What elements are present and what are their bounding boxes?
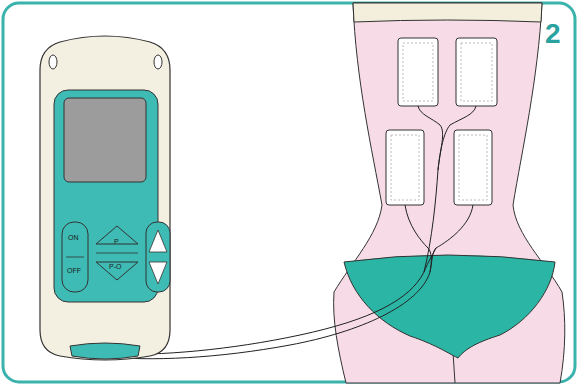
program-button xyxy=(96,262,138,280)
pad-gel xyxy=(391,43,492,200)
connector-port xyxy=(70,343,140,359)
frame xyxy=(3,3,575,382)
device-housing xyxy=(40,36,170,360)
callout-number: 2 xyxy=(545,20,561,48)
power-button xyxy=(62,222,88,292)
button-label: OFF xyxy=(67,267,81,274)
button-label: P-O xyxy=(109,263,121,270)
down-arrow xyxy=(149,262,167,284)
button-label: ON xyxy=(68,234,79,241)
lcd-screen xyxy=(64,98,146,182)
torso xyxy=(334,3,565,383)
button-label: P xyxy=(114,238,119,245)
up-arrow xyxy=(149,230,167,252)
electrode-pads xyxy=(386,38,497,205)
strap-hole xyxy=(154,55,162,69)
waist-band xyxy=(353,3,542,22)
underwear xyxy=(344,255,555,358)
program-button xyxy=(96,226,138,244)
device-face xyxy=(54,90,158,302)
intensity-button xyxy=(146,222,170,292)
strap-hole xyxy=(49,55,57,69)
